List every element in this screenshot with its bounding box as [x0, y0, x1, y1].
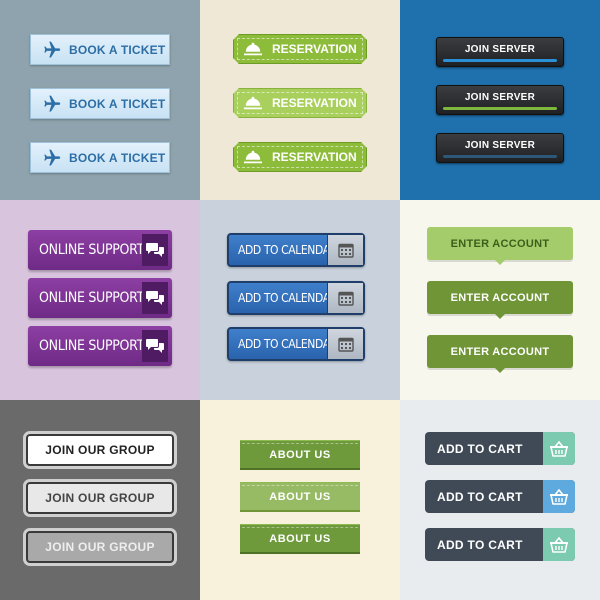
about-us-label: ABOUT US	[269, 532, 331, 545]
add-to-calendar-button[interactable]: ADD TO CALENDAR	[227, 233, 365, 267]
basket-icon	[543, 432, 575, 465]
panel-online-support: ONLINE SUPPORT ONLINE SUPPORT ONLINE SUP…	[0, 200, 200, 400]
panel-enter-account: ENTER ACCOUNT ENTER ACCOUNT ENTER ACCOUN…	[400, 200, 600, 400]
enter-account-button[interactable]: ENTER ACCOUNT	[427, 281, 573, 319]
add-to-calendar-label: ADD TO CALENDAR	[238, 337, 337, 351]
chat-bubbles-icon	[142, 282, 168, 314]
enter-account-button[interactable]: ENTER ACCOUNT	[427, 227, 573, 265]
panel-join-server: JOIN SERVER JOIN SERVER JOIN SERVER	[400, 0, 600, 200]
enter-account-label: ENTER ACCOUNT	[450, 345, 550, 358]
join-server-label: JOIN SERVER	[464, 44, 536, 55]
enter-account-label: ENTER ACCOUNT	[450, 237, 550, 250]
join-group-label: JOIN OUR GROUP	[45, 540, 155, 554]
chat-bubbles-icon	[142, 330, 168, 362]
join-group-button[interactable]: JOIN OUR GROUP	[23, 528, 177, 566]
add-to-calendar-button[interactable]: ADD TO CALENDAR	[227, 281, 365, 315]
basket-icon	[543, 480, 575, 513]
join-server-label: JOIN SERVER	[464, 92, 536, 103]
online-support-label: ONLINE SUPPORT	[39, 338, 144, 354]
panel-join-group: JOIN OUR GROUP JOIN OUR GROUP JOIN OUR G…	[0, 400, 200, 600]
panel-add-to-cart: ADD TO CART ADD TO CART ADD TO CART	[400, 400, 600, 600]
reservation-label: RESERVATION	[272, 96, 357, 110]
add-to-cart-label: ADD TO CART	[437, 441, 523, 456]
airplane-icon	[44, 149, 61, 165]
reservation-label: RESERVATION	[272, 150, 357, 164]
calendar-icon	[327, 329, 363, 359]
panel-reservation: RESERVATION RESERVATION RESERVATION	[200, 0, 400, 200]
cloche-icon	[242, 40, 264, 58]
book-ticket-label: BOOK A TICKET	[69, 150, 166, 165]
reservation-button[interactable]: RESERVATION	[233, 34, 367, 64]
add-to-cart-button[interactable]: ADD TO CART	[425, 528, 575, 561]
join-group-button[interactable]: JOIN OUR GROUP	[23, 431, 177, 469]
reservation-label: RESERVATION	[272, 42, 357, 56]
reservation-button[interactable]: RESERVATION	[233, 88, 367, 118]
book-ticket-button[interactable]: BOOK A TICKET	[30, 34, 170, 65]
book-ticket-button[interactable]: BOOK A TICKET	[30, 88, 170, 119]
about-us-button[interactable]: ABOUT US	[240, 440, 360, 468]
join-group-label: JOIN OUR GROUP	[45, 491, 155, 505]
cloche-icon	[242, 148, 264, 166]
join-server-button[interactable]: JOIN SERVER	[436, 85, 564, 115]
server-progress-bar	[443, 155, 557, 158]
chat-bubbles-icon	[142, 234, 168, 266]
server-progress-bar	[443, 107, 557, 110]
reservation-button[interactable]: RESERVATION	[233, 142, 367, 172]
join-group-label: JOIN OUR GROUP	[45, 443, 155, 457]
add-to-calendar-label: ADD TO CALENDAR	[238, 243, 337, 257]
panel-about-us: ABOUT US ABOUT US ABOUT US	[200, 400, 400, 600]
calendar-icon	[327, 235, 363, 265]
add-to-cart-label: ADD TO CART	[437, 489, 523, 504]
online-support-button[interactable]: ONLINE SUPPORT	[28, 230, 172, 270]
enter-account-button[interactable]: ENTER ACCOUNT	[427, 335, 573, 373]
add-to-cart-button[interactable]: ADD TO CART	[425, 480, 575, 513]
add-to-calendar-button[interactable]: ADD TO CALENDAR	[227, 327, 365, 361]
book-ticket-label: BOOK A TICKET	[69, 42, 166, 57]
add-to-calendar-label: ADD TO CALENDAR	[238, 291, 337, 305]
join-group-button[interactable]: JOIN OUR GROUP	[23, 479, 177, 517]
panel-book-ticket: BOOK A TICKET BOOK A TICKET BOOK A TICKE…	[0, 0, 200, 200]
enter-account-label: ENTER ACCOUNT	[450, 291, 550, 304]
add-to-cart-label: ADD TO CART	[437, 537, 523, 552]
add-to-cart-button[interactable]: ADD TO CART	[425, 432, 575, 465]
calendar-icon	[327, 283, 363, 313]
book-ticket-label: BOOK A TICKET	[69, 96, 166, 111]
server-progress-bar	[443, 59, 557, 62]
online-support-label: ONLINE SUPPORT	[39, 242, 144, 258]
join-server-label: JOIN SERVER	[464, 140, 536, 151]
about-us-button[interactable]: ABOUT US	[240, 524, 360, 552]
about-us-label: ABOUT US	[269, 490, 331, 503]
cloche-icon	[242, 94, 264, 112]
join-server-button[interactable]: JOIN SERVER	[436, 133, 564, 163]
panel-add-to-calendar: ADD TO CALENDAR ADD TO CALENDAR ADD TO C…	[200, 200, 400, 400]
about-us-label: ABOUT US	[269, 448, 331, 461]
online-support-button[interactable]: ONLINE SUPPORT	[28, 278, 172, 318]
join-server-button[interactable]: JOIN SERVER	[436, 37, 564, 67]
about-us-button[interactable]: ABOUT US	[240, 482, 360, 510]
online-support-button[interactable]: ONLINE SUPPORT	[28, 326, 172, 366]
book-ticket-button[interactable]: BOOK A TICKET	[30, 142, 170, 173]
airplane-icon	[44, 41, 61, 57]
basket-icon	[543, 528, 575, 561]
online-support-label: ONLINE SUPPORT	[39, 290, 144, 306]
airplane-icon	[44, 95, 61, 111]
